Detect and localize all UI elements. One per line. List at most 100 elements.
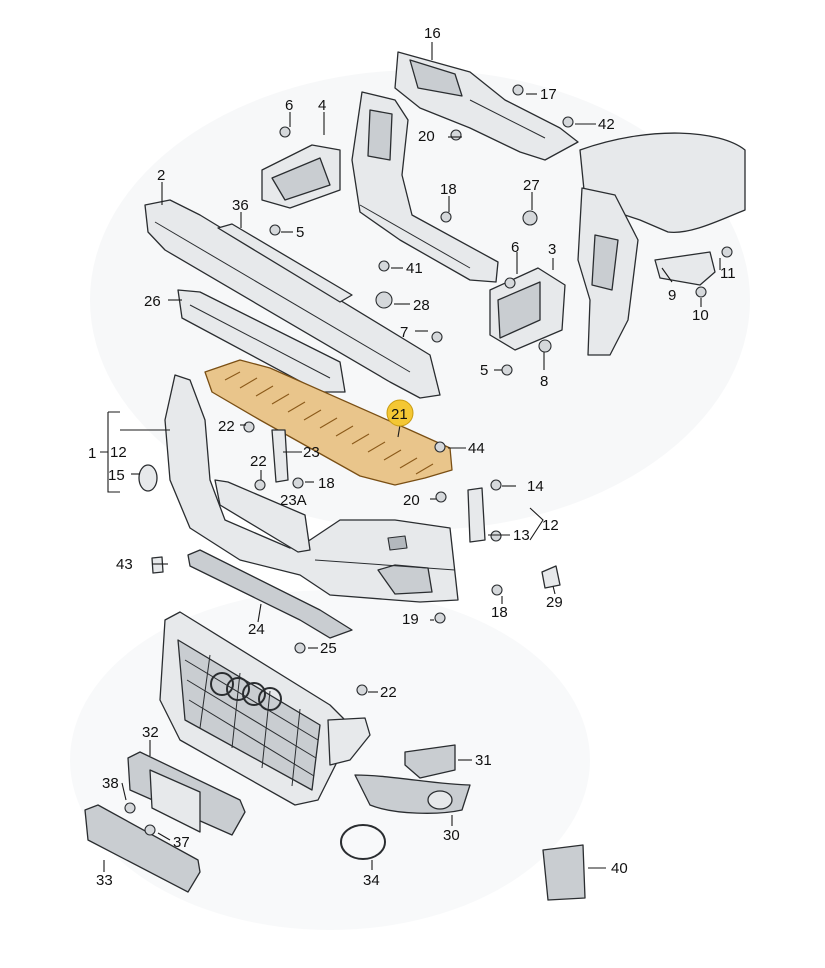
label-15: 15 bbox=[108, 467, 125, 484]
part-40-bag[interactable] bbox=[542, 844, 586, 901]
part-33-plate-base[interactable] bbox=[84, 804, 201, 893]
bolt-22b bbox=[254, 479, 266, 491]
label-34: 34 bbox=[363, 872, 380, 889]
label-44: 44 bbox=[468, 440, 485, 457]
label-21-badge: 21 bbox=[386, 399, 414, 427]
label-16: 16 bbox=[424, 25, 441, 42]
bolt-5b bbox=[501, 364, 513, 376]
bolt-5a bbox=[269, 224, 281, 236]
clip-18a bbox=[440, 211, 452, 223]
label-30: 30 bbox=[443, 827, 460, 844]
label-33: 33 bbox=[96, 872, 113, 889]
part-32-plate-holder[interactable] bbox=[127, 751, 246, 836]
label-43: 43 bbox=[116, 556, 133, 573]
clip-18b bbox=[292, 477, 304, 489]
bumper-cover[interactable] bbox=[164, 374, 459, 603]
part-24-lower-spoiler[interactable] bbox=[187, 549, 353, 639]
bolt-17 bbox=[512, 84, 524, 96]
label-11: 11 bbox=[720, 265, 736, 282]
part-9-bracket[interactable] bbox=[654, 251, 716, 286]
part-29-bracket[interactable] bbox=[541, 565, 561, 589]
label-2: 2 bbox=[157, 167, 165, 184]
label-23a: 23A bbox=[280, 492, 307, 509]
label-18b: 18 bbox=[318, 475, 335, 492]
label-6a: 6 bbox=[285, 97, 293, 114]
label-37: 37 bbox=[173, 834, 190, 851]
part-2-reinforcement-bar[interactable] bbox=[144, 199, 441, 399]
part-34-ring[interactable] bbox=[340, 824, 386, 860]
label-38: 38 bbox=[102, 775, 119, 792]
clip-10 bbox=[695, 286, 707, 298]
bolt-19 bbox=[434, 612, 446, 624]
part-36-strip[interactable] bbox=[217, 223, 353, 303]
part-labels: 16 6 4 17 20 42 2 18 27 36 5 3 6 41 11 9… bbox=[88, 25, 736, 889]
label-32: 32 bbox=[142, 724, 159, 741]
label-28: 28 bbox=[413, 297, 430, 314]
audi-rings-emblem bbox=[210, 672, 282, 711]
label-29: 29 bbox=[546, 594, 563, 611]
label-14: 14 bbox=[527, 478, 544, 495]
part-21-underbody-guard[interactable] bbox=[204, 359, 453, 486]
leader-lines bbox=[100, 42, 721, 872]
fasteners bbox=[124, 84, 733, 836]
label-10: 10 bbox=[692, 307, 709, 324]
label-20b: 20 bbox=[403, 492, 420, 509]
lock-carrier-left-strut[interactable] bbox=[351, 91, 499, 283]
label-13: 13 bbox=[513, 527, 530, 544]
label-26: 26 bbox=[144, 293, 161, 310]
part-15-cap[interactable] bbox=[138, 464, 158, 492]
label-18c: 18 bbox=[491, 604, 508, 621]
label-19: 19 bbox=[402, 611, 419, 628]
fender-bracket-right[interactable] bbox=[489, 132, 746, 356]
label-27: 27 bbox=[523, 177, 540, 194]
part-21-ribs bbox=[224, 371, 434, 475]
label-22c: 22 bbox=[380, 684, 397, 701]
clip-37 bbox=[144, 824, 156, 836]
label-25: 25 bbox=[320, 640, 337, 657]
part-31-cover[interactable] bbox=[404, 744, 456, 779]
label-17: 17 bbox=[540, 86, 557, 103]
bolt-8 bbox=[538, 339, 552, 353]
label-40: 40 bbox=[611, 860, 628, 877]
clip-13 bbox=[490, 530, 502, 542]
clip-44 bbox=[434, 441, 446, 453]
bolt-20a bbox=[450, 129, 462, 141]
part-4-bracket[interactable] bbox=[261, 144, 341, 209]
bolt-22c bbox=[356, 684, 368, 696]
clip-28 bbox=[375, 291, 393, 309]
label-41: 41 bbox=[406, 260, 423, 277]
bolt-6b bbox=[504, 277, 516, 289]
bolt-11 bbox=[721, 246, 733, 258]
label-1: 1 bbox=[88, 445, 96, 462]
part-23-center-bracket[interactable] bbox=[214, 429, 311, 553]
label-21: 21 bbox=[391, 406, 408, 423]
bolt-41 bbox=[378, 260, 390, 272]
label-18a: 18 bbox=[440, 181, 457, 198]
label-6b: 6 bbox=[511, 239, 519, 256]
bolt-14 bbox=[490, 479, 502, 491]
label-5b: 5 bbox=[480, 362, 488, 379]
part-26-absorber[interactable] bbox=[177, 289, 346, 393]
label-31: 31 bbox=[475, 752, 492, 769]
label-22a: 22 bbox=[218, 418, 235, 435]
part-30-fog-grille[interactable] bbox=[354, 774, 471, 814]
label-20a: 20 bbox=[418, 128, 435, 145]
label-9: 9 bbox=[668, 287, 676, 304]
radiator-grille[interactable] bbox=[159, 611, 371, 806]
bolt-20b bbox=[435, 491, 447, 503]
bolt-38 bbox=[124, 802, 136, 814]
label-7: 7 bbox=[400, 324, 408, 341]
part-43-clip[interactable] bbox=[151, 556, 164, 574]
label-36: 36 bbox=[232, 197, 249, 214]
label-5a: 5 bbox=[296, 224, 304, 241]
bolt-6a bbox=[279, 126, 291, 138]
grille-mesh bbox=[184, 654, 319, 787]
part-12-side-bracket[interactable] bbox=[467, 487, 486, 543]
clip-42 bbox=[562, 116, 574, 128]
label-3: 3 bbox=[548, 241, 556, 258]
label-42: 42 bbox=[598, 116, 615, 133]
part-16-upper-support[interactable] bbox=[394, 51, 579, 161]
label-24: 24 bbox=[248, 621, 265, 638]
label-12a: 12 bbox=[110, 444, 127, 461]
